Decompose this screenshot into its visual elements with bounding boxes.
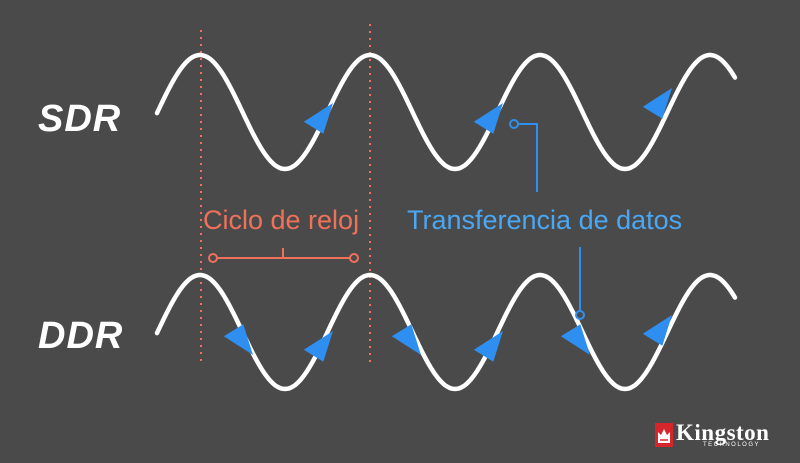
sdr-transfer-arrow xyxy=(642,88,672,119)
ddr-transfer-arrow xyxy=(391,324,421,355)
sdr-transfer-arrow xyxy=(303,103,333,134)
sdr-label: SDR xyxy=(38,98,122,140)
ddr-transfer-arrows xyxy=(223,315,672,362)
ddr-transfer-arrow xyxy=(642,315,672,346)
transfer-callout-sdr xyxy=(509,119,538,192)
clock-cycle-caption: Ciclo de reloj xyxy=(203,205,360,235)
sdr-wave xyxy=(154,52,738,172)
logo-tagline: TECHNOLOGY xyxy=(703,442,761,448)
ddr-transfer-arrow xyxy=(223,324,253,355)
ddr-wave xyxy=(154,272,738,392)
ddr-transfer-arrow xyxy=(473,331,503,362)
sdr-transfer-arrows xyxy=(303,88,672,134)
ddr-transfer-arrow xyxy=(560,324,590,355)
ddr-label: DDR xyxy=(38,315,124,357)
clock-cycle-bracket xyxy=(208,248,359,263)
clock-bracket-end-dot xyxy=(349,253,359,263)
ddr-transfer-arrow xyxy=(303,331,333,362)
logo-wordmark: Kingston xyxy=(676,420,770,445)
data-transfer-caption: Transferencia de datos xyxy=(407,205,683,235)
transfer-callout-ddr xyxy=(575,247,585,320)
kingston-logo: Kingston TECHNOLOGY xyxy=(655,421,780,453)
clock-bracket-start-dot xyxy=(208,253,218,263)
kingston-logo-icon xyxy=(655,423,673,447)
sdr-transfer-arrow xyxy=(473,103,503,134)
